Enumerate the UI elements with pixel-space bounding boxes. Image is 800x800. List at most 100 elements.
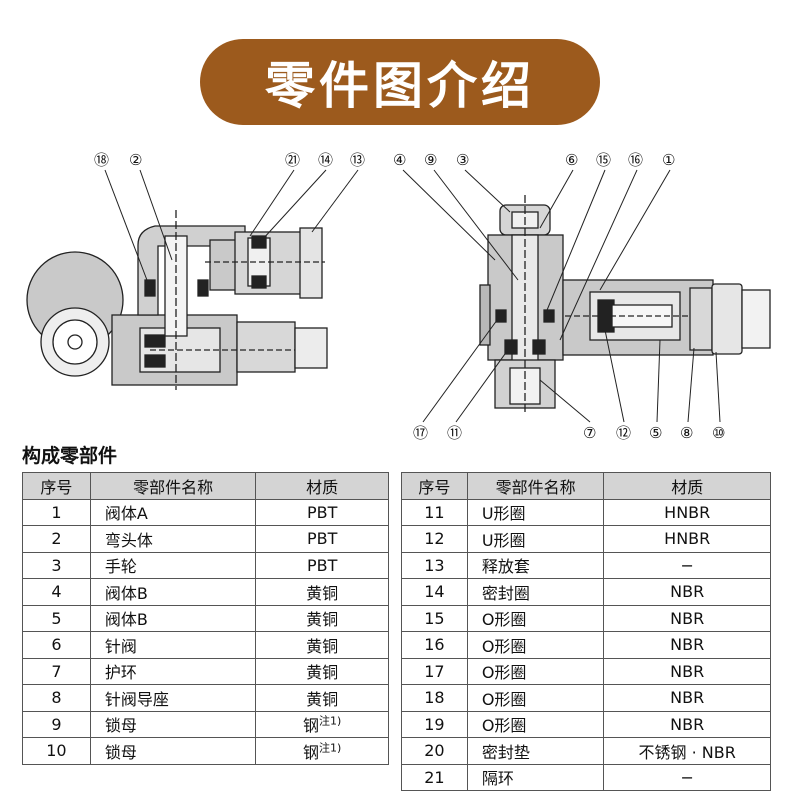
cell-no-text: 10 xyxy=(46,741,67,761)
table-row: 13 释放套 − xyxy=(401,551,771,579)
cell-no: 5 xyxy=(22,604,91,632)
cell-material: NBR xyxy=(603,710,771,738)
cell-material-text: 钢 xyxy=(303,716,320,736)
cell-material: 黄铜 xyxy=(255,684,389,712)
material-note: 注1) xyxy=(319,741,342,755)
cell-name: O形圈 xyxy=(466,604,605,632)
cell-name: 释放套 xyxy=(466,551,605,579)
cell-material-text: NBR xyxy=(670,661,705,681)
callout-1: ① xyxy=(662,151,675,169)
cell-material-text: 黄铜 xyxy=(306,663,339,683)
cell-no-text: 1 xyxy=(51,502,62,522)
callout-9: ⑨ xyxy=(424,151,437,169)
callout-17: ⑰ xyxy=(413,424,428,442)
cell-name: U形圈 xyxy=(466,525,605,553)
cell-no: 16 xyxy=(401,631,468,659)
left-assembly xyxy=(26,210,328,390)
table-row: 5 阀体B 黄铜 xyxy=(22,604,389,632)
cell-no-text: 20 xyxy=(424,741,445,761)
cell-name-text: 阀体B xyxy=(104,610,148,630)
cell-no-text: 14 xyxy=(424,582,445,602)
callout-8: ⑧ xyxy=(680,424,693,442)
cell-name-text: O形圈 xyxy=(481,636,527,656)
cell-name-text: 锁母 xyxy=(104,716,137,736)
table-row: 3 手轮 PBT xyxy=(22,551,389,579)
cell-material-text: 黄铜 xyxy=(306,583,339,603)
cell-name: 针阀导座 xyxy=(89,684,257,712)
cell-no: 8 xyxy=(22,684,91,712)
cell-name: 阀体B xyxy=(89,578,257,606)
cell-no: 9 xyxy=(22,710,91,738)
cell-material-text: 钢 xyxy=(303,742,320,762)
cell-no-text: 5 xyxy=(51,608,62,628)
cell-no-text: 18 xyxy=(424,688,445,708)
cell-material: 钢注1) xyxy=(255,737,389,765)
cell-no-text: 3 xyxy=(51,555,62,575)
cell-name-text: 手轮 xyxy=(104,557,137,577)
table-row: 10 锁母 钢注1) xyxy=(22,737,389,765)
cell-no: 21 xyxy=(401,763,468,791)
cell-no-text: 12 xyxy=(424,529,445,549)
cell-no: 20 xyxy=(401,737,468,765)
cell-name-text: 针阀导座 xyxy=(104,689,169,709)
table-row: 12 U形圈 HNBR xyxy=(401,525,771,553)
cell-material-text: 黄铜 xyxy=(306,689,339,709)
cell-material-text: 不锈钢 · NBR xyxy=(638,742,736,762)
cell-material: NBR xyxy=(603,657,771,685)
cell-material-text: − xyxy=(680,555,694,575)
cell-name-text: O形圈 xyxy=(481,716,527,736)
cell-name-text: 锁母 xyxy=(104,742,137,762)
cell-material-text: NBR xyxy=(670,688,705,708)
cell-no: 13 xyxy=(401,551,468,579)
cell-name-text: O形圈 xyxy=(481,610,527,630)
cell-material: PBT xyxy=(255,525,389,553)
cell-name-text: 阀体A xyxy=(104,504,148,524)
callout-15: ⑮ xyxy=(596,151,611,169)
cell-no: 10 xyxy=(22,737,91,765)
callout-2: ② xyxy=(129,151,142,169)
cell-material: 黄铜 xyxy=(255,604,389,632)
cell-no-text: 8 xyxy=(51,688,62,708)
cell-name-text: 释放套 xyxy=(481,557,530,577)
cell-no: 4 xyxy=(22,578,91,606)
header-name: 零部件名称 xyxy=(89,472,257,500)
cell-material-text: − xyxy=(680,767,694,787)
cell-material: PBT xyxy=(255,551,389,579)
title-banner: 零件图介绍 xyxy=(200,39,600,125)
callout-21: ㉑ xyxy=(285,151,300,169)
right-assembly xyxy=(479,195,771,415)
cell-material: 黄铜 xyxy=(255,578,389,606)
parts-diagram: ⑱ ② ㉑ ⑭ ⑬ ④ ⑨ xyxy=(26,151,771,442)
cell-name: 阀体B xyxy=(89,604,257,632)
cell-name-text: 隔环 xyxy=(481,769,514,789)
cell-name-text: U形圈 xyxy=(481,504,526,524)
cell-material-text: 黄铜 xyxy=(306,610,339,630)
cell-no-text: 7 xyxy=(51,661,62,681)
cell-material-text: PBT xyxy=(306,555,338,575)
header-material: 材质 xyxy=(255,472,389,500)
table-row: 9 锁母 钢注1) xyxy=(22,710,389,738)
cell-material: NBR xyxy=(603,631,771,659)
header-name: 零部件名称 xyxy=(466,472,605,500)
cell-name: O形圈 xyxy=(466,684,605,712)
cell-name: 隔环 xyxy=(466,763,605,791)
material-note: 注1) xyxy=(319,714,342,728)
cell-name-text: U形圈 xyxy=(481,530,526,550)
table-row: 21 隔环 − xyxy=(401,763,771,791)
cell-material: 黄铜 xyxy=(255,631,389,659)
cell-material: 钢注1) xyxy=(255,710,389,738)
callout-4: ④ xyxy=(393,151,406,169)
cell-material: HNBR xyxy=(603,525,771,553)
table-row: 18 O形圈 NBR xyxy=(401,684,771,712)
cell-no-text: 17 xyxy=(424,661,445,681)
cell-no: 17 xyxy=(401,657,468,685)
